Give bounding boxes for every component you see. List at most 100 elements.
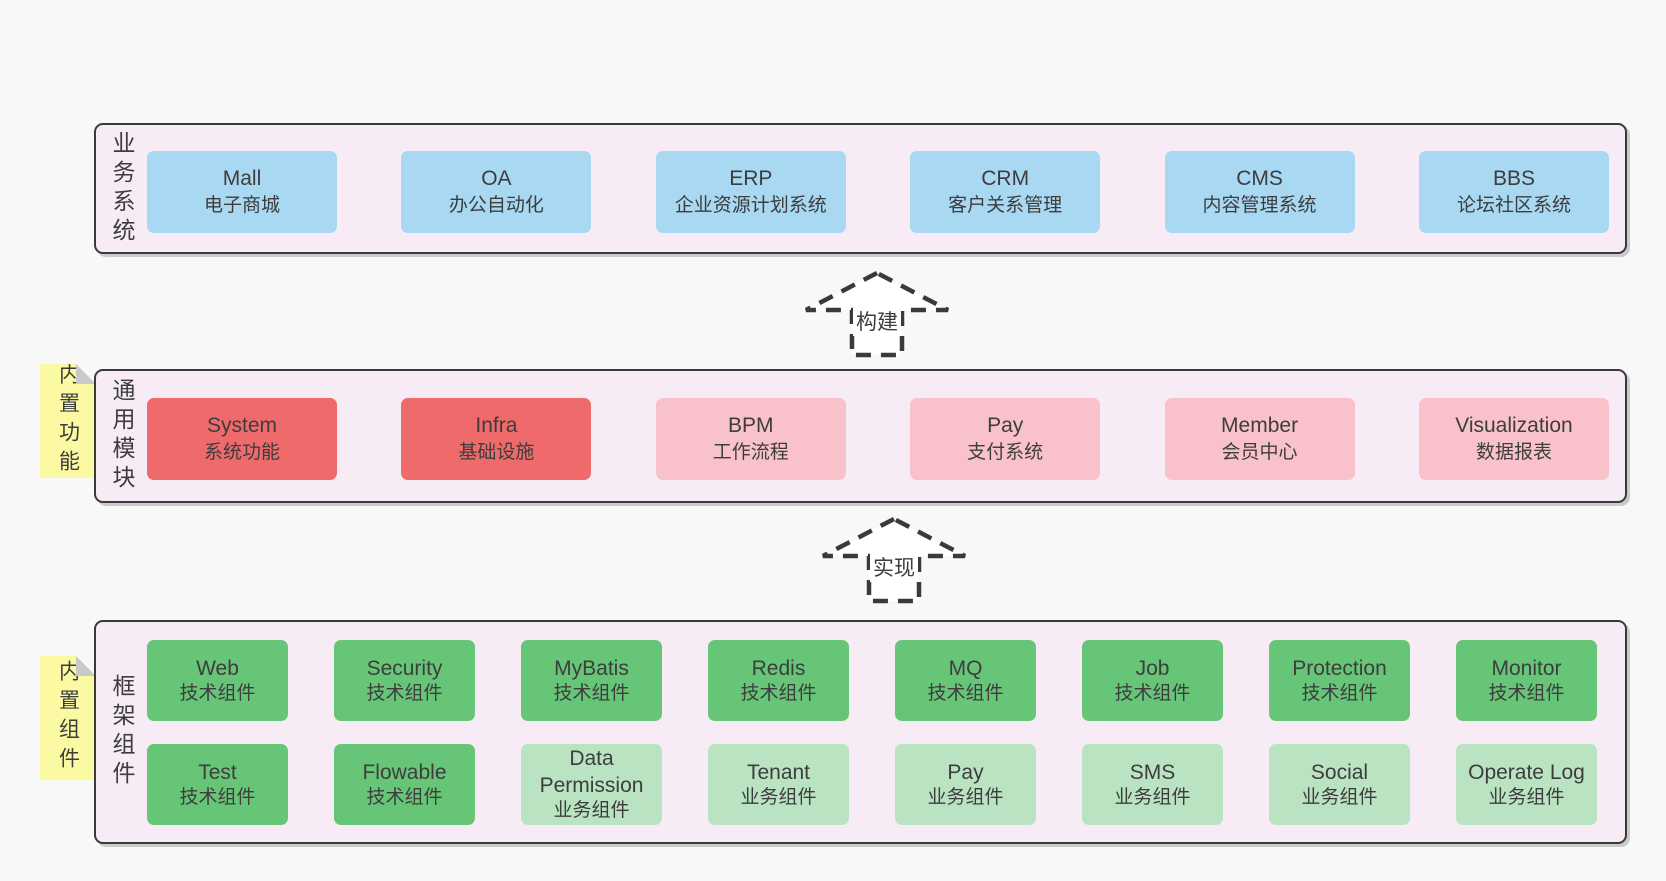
box-infra: Infra 基础设施 — [401, 398, 592, 480]
box-mq: MQ 技术组件 — [895, 640, 1036, 721]
box-name: MQ — [948, 656, 983, 680]
box-erp: ERP 企业资源计划系统 — [655, 151, 846, 233]
box-desc: 业务组件 — [740, 786, 817, 808]
box-name: Redis — [751, 656, 806, 680]
box-desc: 技术组件 — [1488, 682, 1565, 704]
box-desc: 基础设施 — [458, 442, 535, 464]
box-oa: OA 办公自动化 — [401, 151, 592, 233]
box-test: Test 技术组件 — [147, 744, 288, 825]
implement-arrow-icon: 实现 — [820, 516, 968, 604]
box-desc: 企业资源计划系统 — [674, 195, 827, 217]
box-desc: 工作流程 — [712, 442, 789, 464]
arrow-label: 构建 — [853, 306, 901, 336]
box-visualization: Visualization 数据报表 — [1418, 398, 1609, 480]
box-name: Job — [1135, 656, 1170, 680]
band-business-systems: 业务系统 Mall 电子商城 OA 办公自动化 ERP 企业资源计划系统 CRM… — [94, 123, 1627, 254]
box-desc: 数据报表 — [1475, 442, 1552, 464]
sticky-label: 内置功能 — [56, 363, 80, 479]
box-name: Data Permission — [539, 747, 644, 797]
box-row: Test 技术组件 Flowable 技术组件 Data Permission … — [147, 744, 1597, 825]
build-arrow-icon: 构建 — [803, 270, 951, 358]
box-mybatis: MyBatis 技术组件 — [521, 640, 662, 721]
box-desc: 客户关系管理 — [948, 195, 1063, 217]
box-desc: 业务组件 — [1114, 786, 1191, 808]
box-name: CMS — [1236, 167, 1283, 190]
box-desc: 技术组件 — [1301, 682, 1378, 704]
box-name: Tenant — [746, 760, 811, 784]
box-name: Mall — [222, 167, 262, 190]
box-security: Security 技术组件 — [334, 640, 475, 721]
band-label: 业务系统 — [109, 130, 135, 247]
box-desc: 技术组件 — [179, 682, 256, 704]
box-name: Web — [196, 656, 239, 680]
box-name: Protection — [1292, 656, 1387, 680]
box-desc: 业务组件 — [1488, 786, 1565, 808]
box-member: Member 会员中心 — [1164, 398, 1355, 480]
box-desc: 业务组件 — [553, 799, 630, 821]
box-operate-log: Operate Log 业务组件 — [1456, 744, 1597, 825]
box-name: Test — [198, 760, 237, 784]
sticky-note-builtin-components: 内置组件 — [40, 656, 96, 780]
arrow-label: 实现 — [870, 552, 918, 582]
box-monitor: Monitor 技术组件 — [1456, 640, 1597, 721]
box-desc: 论坛社区系统 — [1456, 195, 1571, 217]
folded-corner-icon — [76, 656, 96, 676]
box-system: System 系统功能 — [147, 398, 337, 480]
box-desc: 电子商城 — [203, 195, 280, 217]
box-name: Pay — [987, 414, 1024, 437]
box-desc: 业务组件 — [1301, 786, 1378, 808]
box-desc: 技术组件 — [927, 682, 1004, 704]
box-name: Security — [366, 656, 443, 680]
box-desc: 会员中心 — [1221, 442, 1298, 464]
band-label: 通用模块 — [109, 378, 135, 494]
box-job: Job 技术组件 — [1082, 640, 1223, 721]
band-common-modules: 通用模块 System 系统功能 Infra 基础设施 BPM 工作流程 Pay… — [94, 369, 1627, 503]
box-bbs: BBS 论坛社区系统 — [1418, 151, 1609, 233]
box-row: System 系统功能 Infra 基础设施 BPM 工作流程 Pay 支付系统… — [147, 398, 1609, 480]
box-desc: 技术组件 — [179, 786, 256, 808]
band-framework-components: 框架组件 Web 技术组件 Security 技术组件 MyBatis 技术组件… — [94, 620, 1627, 844]
box-mall: Mall 电子商城 — [147, 151, 337, 233]
box-desc: 技术组件 — [553, 682, 630, 704]
box-pay-component: Pay 业务组件 — [895, 744, 1036, 825]
box-name: Pay — [947, 760, 984, 784]
box-desc: 技术组件 — [366, 682, 443, 704]
box-name: BPM — [728, 414, 774, 437]
box-name: MyBatis — [554, 656, 629, 680]
box-bpm: BPM 工作流程 — [655, 398, 846, 480]
box-web: Web 技术组件 — [147, 640, 288, 721]
sticky-label: 内置组件 — [56, 660, 80, 776]
box-name: Member — [1221, 414, 1299, 437]
box-name: CRM — [981, 167, 1030, 190]
box-desc: 支付系统 — [967, 442, 1044, 464]
box-desc: 系统功能 — [203, 442, 280, 464]
box-name: Monitor — [1491, 656, 1562, 680]
box-protection: Protection 技术组件 — [1269, 640, 1410, 721]
box-social: Social 业务组件 — [1269, 744, 1410, 825]
box-row: Mall 电子商城 OA 办公自动化 ERP 企业资源计划系统 CRM 客户关系… — [147, 151, 1609, 233]
box-desc: 内容管理系统 — [1202, 195, 1317, 217]
band-label: 框架组件 — [109, 674, 135, 790]
box-flowable: Flowable 技术组件 — [334, 744, 475, 825]
box-name: Infra — [475, 414, 518, 437]
box-name: Flowable — [362, 760, 447, 784]
box-desc: 办公自动化 — [448, 195, 544, 217]
box-desc: 技术组件 — [366, 786, 443, 808]
box-name: ERP — [729, 167, 773, 190]
box-redis: Redis 技术组件 — [708, 640, 849, 721]
box-name: SMS — [1129, 760, 1176, 784]
sticky-note-builtin-features: 内置功能 — [40, 364, 96, 478]
box-cms: CMS 内容管理系统 — [1164, 151, 1355, 233]
box-row: Web 技术组件 Security 技术组件 MyBatis 技术组件 Redi… — [147, 640, 1597, 721]
box-name: Operate Log — [1468, 760, 1585, 784]
box-name: Visualization — [1455, 414, 1573, 437]
box-desc: 技术组件 — [740, 682, 817, 704]
box-desc: 技术组件 — [1114, 682, 1191, 704]
box-sms: SMS 业务组件 — [1082, 744, 1223, 825]
box-name: BBS — [1492, 167, 1535, 190]
box-name: OA — [481, 167, 512, 190]
box-name: System — [206, 414, 277, 437]
box-tenant: Tenant 业务组件 — [708, 744, 849, 825]
box-desc: 业务组件 — [927, 786, 1004, 808]
